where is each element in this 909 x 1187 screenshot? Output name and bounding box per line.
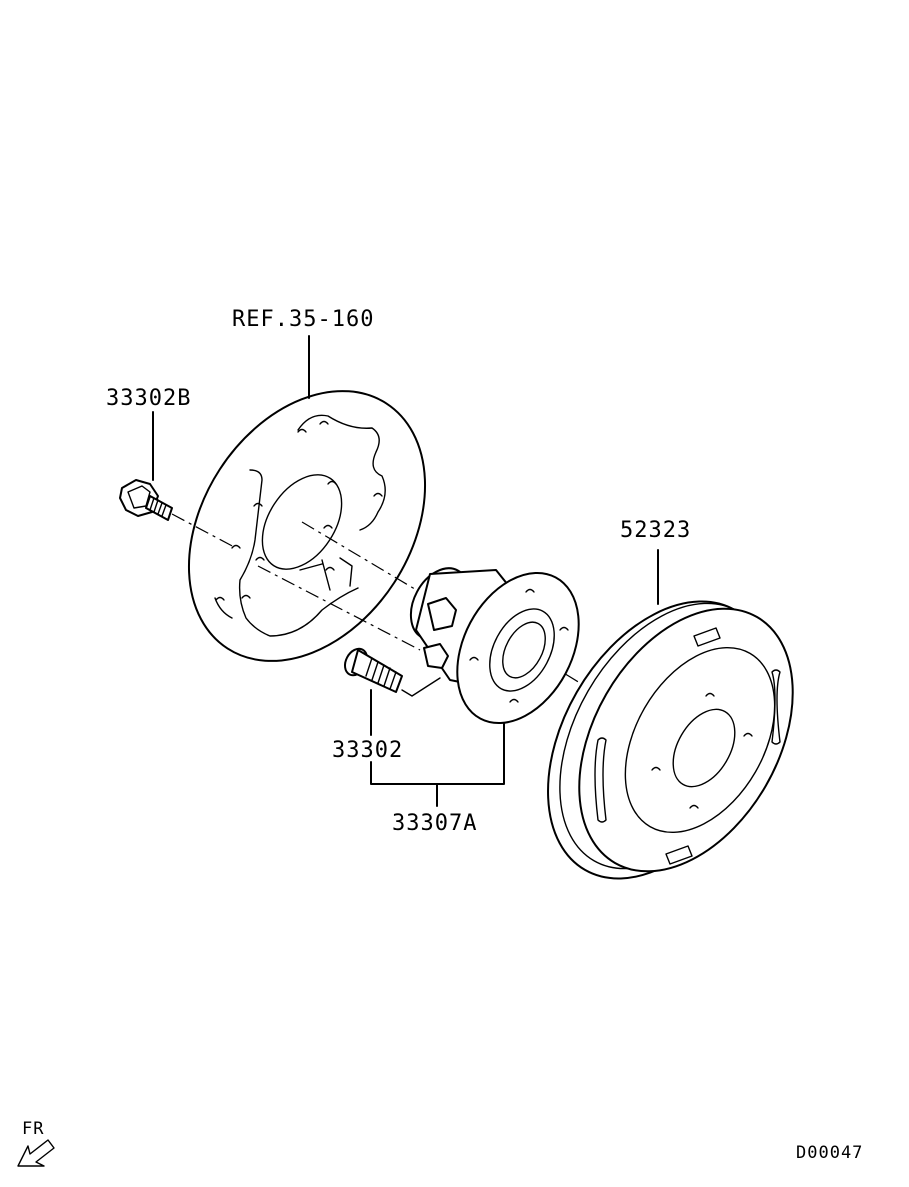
label-front: FR (22, 1119, 44, 1139)
hub-bolt-33302[interactable] (341, 645, 403, 693)
arrow-down-left-icon (17, 1139, 55, 1167)
diagram-code: D00047 (796, 1143, 863, 1163)
leader-hub-bolt (401, 677, 441, 697)
brake-drum[interactable] (502, 562, 837, 918)
hub-assembly[interactable] (399, 552, 603, 744)
label-ref: REF.35-160 (232, 307, 374, 332)
label-33302: 33302 (332, 738, 403, 763)
backing-plate[interactable] (140, 347, 473, 705)
bolt-33302b[interactable] (119, 479, 173, 521)
centerline-bolt (171, 513, 237, 549)
label-33307a: 33307A (392, 811, 477, 836)
centerline-axis-lower (257, 565, 421, 651)
label-52323: 52323 (620, 518, 691, 543)
label-33302b: 33302B (106, 386, 191, 411)
